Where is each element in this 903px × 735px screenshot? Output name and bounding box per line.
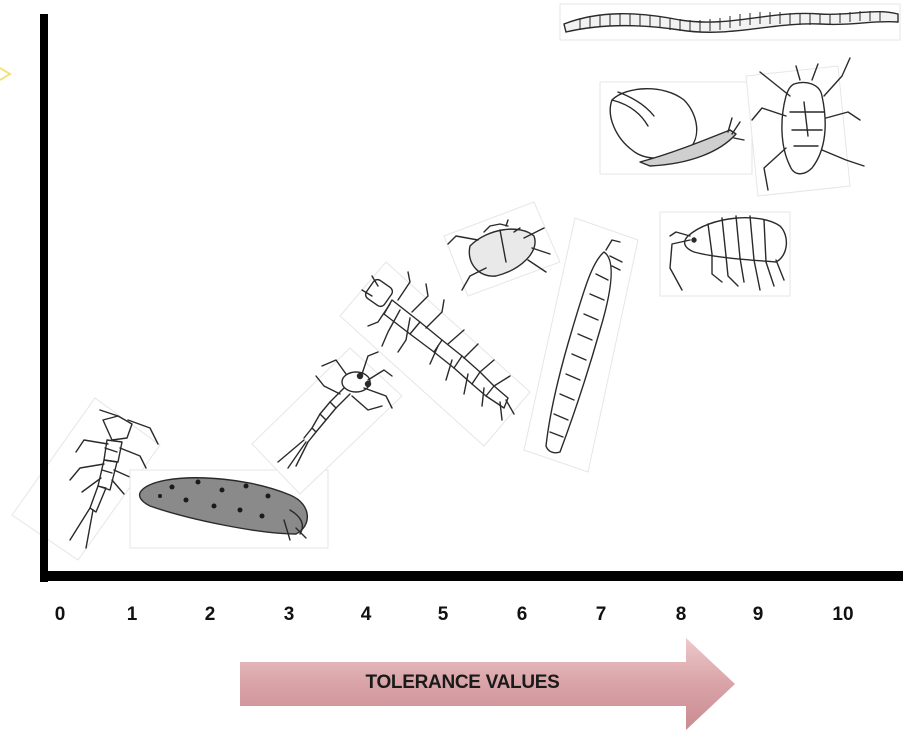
tick-label: 10 — [832, 604, 853, 626]
tick-label: 9 — [753, 604, 764, 626]
tick-label: 0 — [55, 604, 66, 626]
tick-label: 6 — [517, 604, 528, 626]
tick-label: 5 — [438, 604, 449, 626]
arrow-label: TOLERANCE VALUES — [240, 672, 685, 694]
tick-label: 7 — [596, 604, 607, 626]
tick-label: 2 — [205, 604, 216, 626]
x-axis-line — [40, 571, 903, 581]
water-bug-icon — [746, 58, 864, 196]
scud-amphipod-icon — [660, 212, 790, 296]
tick-label: 3 — [284, 604, 295, 626]
tick-label: 8 — [676, 604, 687, 626]
tick-label: 1 — [127, 604, 138, 626]
tick-label: 4 — [361, 604, 372, 626]
x-axis-ticks: 0 1 2 3 4 5 6 7 8 9 10 — [0, 604, 903, 634]
aquatic-worm-icon — [560, 4, 900, 40]
pond-snail-icon — [600, 82, 752, 174]
tolerance-arrow: TOLERANCE VALUES — [240, 638, 735, 730]
water-beetle-icon — [444, 202, 560, 296]
y-axis-line — [40, 14, 48, 582]
